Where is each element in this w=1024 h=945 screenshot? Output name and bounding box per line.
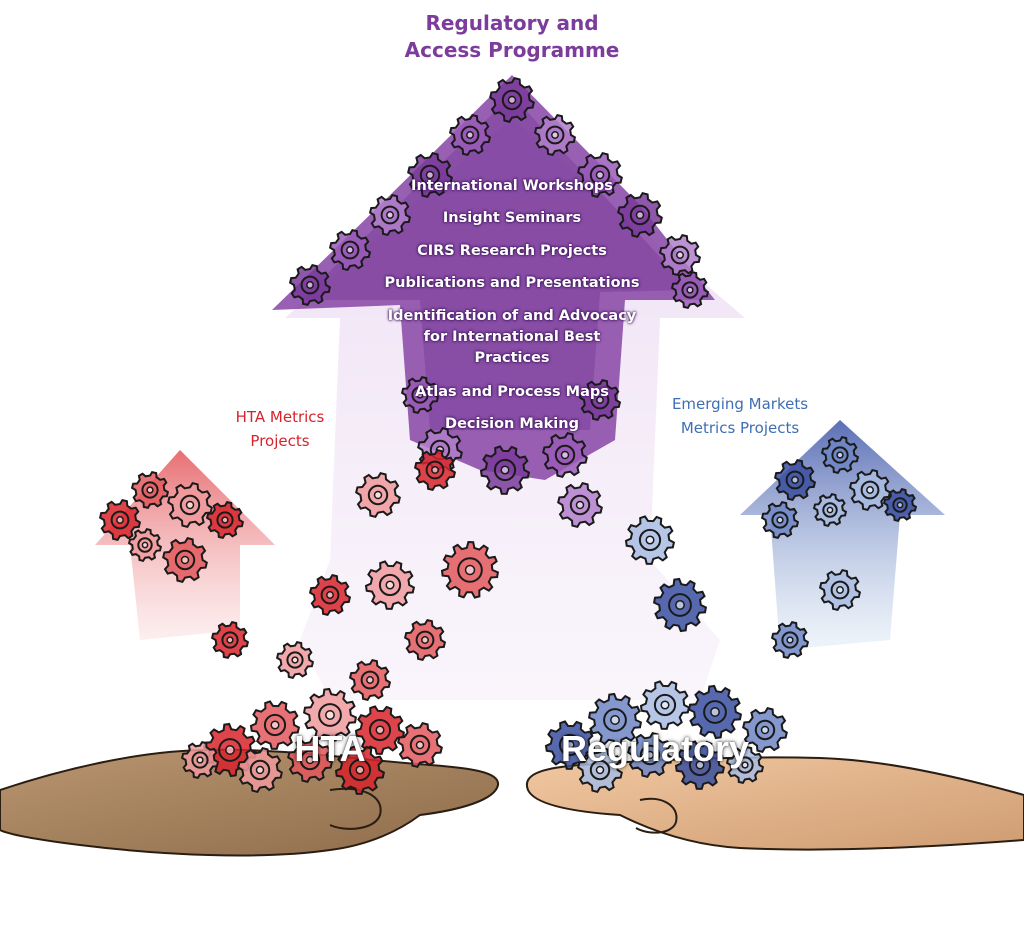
gear-icon	[773, 458, 817, 502]
gear-icon	[368, 193, 412, 237]
item-international-workshops: International Workshops	[411, 178, 613, 194]
gear-icon	[742, 707, 788, 753]
gear-icon	[130, 470, 170, 510]
gear-icon	[882, 487, 918, 523]
item-decision-making: Decision Making	[445, 416, 579, 432]
hta-hand-label: HTA	[294, 728, 366, 769]
gear-icon	[848, 468, 892, 512]
gear-icon	[489, 77, 535, 123]
gear-icon	[413, 448, 457, 492]
gear-icon	[287, 737, 333, 783]
gear-icon	[180, 740, 220, 780]
gear-icon	[652, 577, 708, 633]
gear-icon	[658, 233, 702, 277]
gear-icon	[403, 618, 447, 662]
gear-icon	[249, 700, 301, 750]
hta-metrics-line-1: HTA Metrics	[235, 408, 325, 426]
gear-icon	[624, 515, 676, 565]
emerging-markets-line-2: Metrics Projects	[680, 419, 800, 437]
gear-icon	[577, 152, 623, 198]
gear-icon	[820, 435, 860, 475]
gear-icon	[639, 680, 691, 730]
gear-icon	[237, 747, 283, 793]
gear-icon	[617, 192, 663, 238]
hta-metrics-line-2: Projects	[250, 432, 310, 450]
gear-icon	[308, 573, 352, 617]
hta-metrics-label: HTA Metrics Projects	[200, 405, 360, 453]
gear-icon	[818, 568, 862, 612]
gear-icon	[302, 687, 358, 743]
gear-icon	[578, 378, 622, 422]
gear-icon	[670, 270, 710, 310]
item-identification-advocacy: Identification of and Advocacy	[387, 308, 637, 324]
gear-icon	[687, 684, 743, 740]
title-line-2: Access Programme	[404, 38, 620, 62]
gear-icon	[674, 740, 726, 790]
item-insight-seminars: Insight Seminars	[442, 210, 582, 226]
page-title: Regulatory and Access Programme	[312, 10, 712, 64]
gear-icon	[407, 152, 453, 198]
item-publications-presentations: Publications and Presentations	[384, 275, 640, 291]
emerging-markets-line-1: Emerging Markets	[671, 395, 809, 413]
gear-icon	[328, 228, 372, 272]
gear-icon	[98, 498, 142, 542]
gear-icon	[760, 500, 800, 540]
gear-icon	[400, 375, 440, 415]
gear-icon	[364, 560, 416, 610]
gear-icon	[210, 620, 250, 660]
gear-icon	[334, 745, 386, 795]
gear-icon	[479, 445, 531, 495]
gear-icon	[355, 472, 401, 518]
gear-icon	[542, 432, 588, 478]
gear-icon	[725, 745, 765, 785]
gear-icon	[162, 537, 208, 583]
gear-icon	[557, 482, 603, 528]
gear-icon	[127, 527, 163, 563]
emerging-markets-label: Emerging Markets Metrics Projects	[640, 392, 840, 440]
gear-icon	[770, 620, 810, 660]
gear-icon	[627, 732, 673, 778]
gear-icon	[577, 747, 623, 793]
regulatory-hand-label: Regulatory	[560, 728, 750, 769]
item-international-best: for International Best	[423, 329, 601, 345]
gear-icon	[440, 540, 500, 599]
item-atlas-process-maps: Atlas and Process Maps	[415, 384, 609, 400]
gear-icon	[812, 492, 848, 528]
gear-icon	[167, 482, 213, 528]
gear-icon	[348, 658, 392, 702]
hand-icon	[525, 756, 1024, 851]
item-practices: Practices	[474, 350, 550, 366]
gear-icon	[448, 113, 492, 157]
gear-icon	[205, 500, 245, 540]
gear-icon	[354, 705, 406, 755]
title-line-1: Regulatory and	[425, 11, 599, 35]
gear-icon	[397, 722, 443, 768]
item-cirs-research-projects: CIRS Research Projects	[417, 243, 607, 259]
gear-icon	[587, 692, 643, 748]
gear-icon	[288, 263, 332, 307]
gear-icon	[275, 640, 315, 680]
gear-icon	[533, 113, 577, 157]
